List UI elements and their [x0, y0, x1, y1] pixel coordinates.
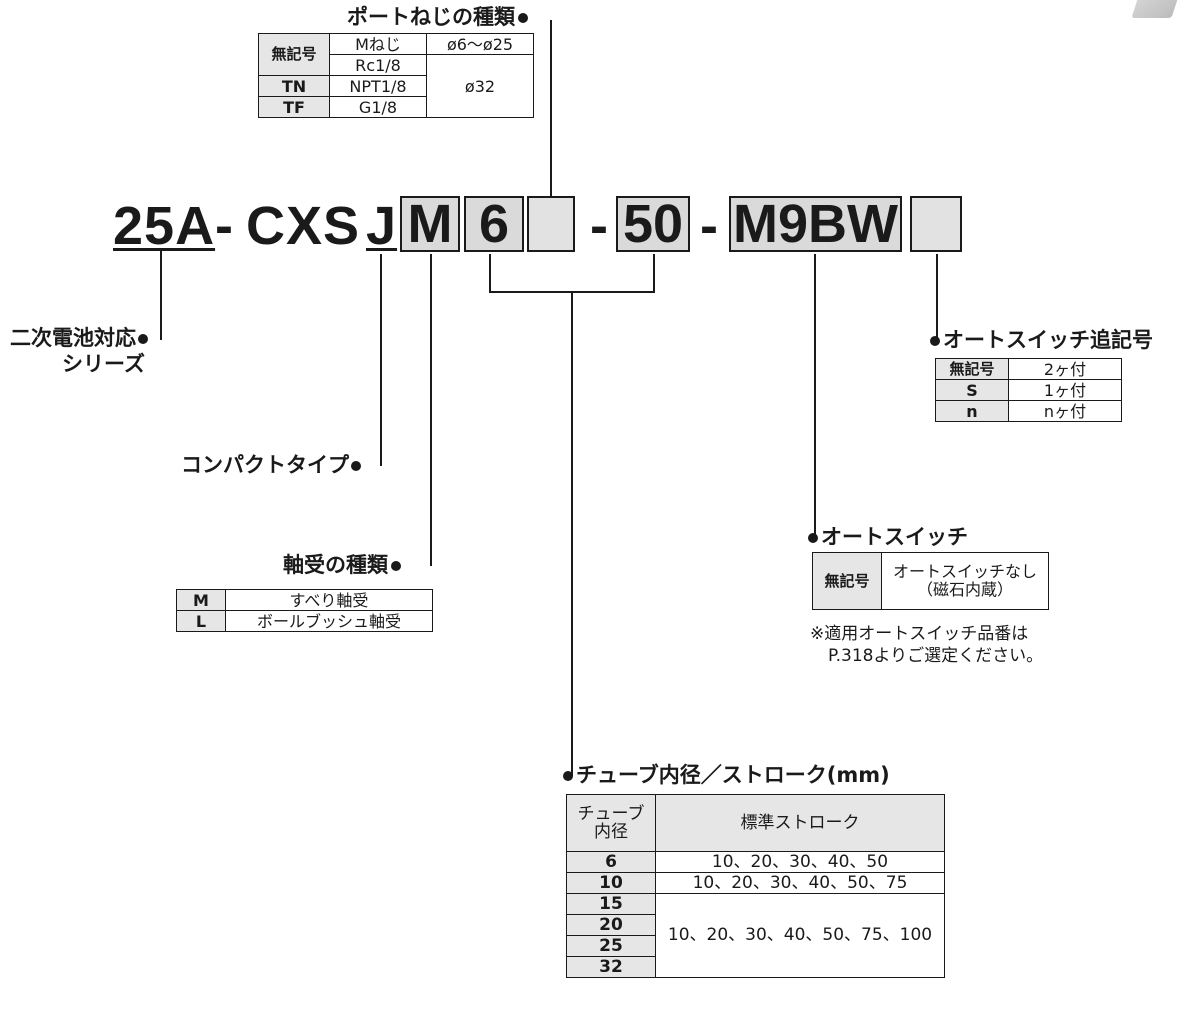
model-port-thread-box	[527, 196, 575, 252]
auto-switch-note-line2: P.318よりご選定ください。	[828, 646, 1044, 666]
auto-switch-code-cell: 無記号	[812, 552, 882, 610]
model-type: J	[366, 196, 398, 256]
bullet-dot	[138, 334, 148, 344]
bullet-dot	[930, 336, 940, 346]
model-bearing-box: M	[400, 196, 460, 252]
port-thread-thread-cell: Rc1/8	[329, 54, 427, 76]
bore-cell: 10	[566, 872, 656, 894]
port-thread-thread-cell: G1/8	[329, 96, 427, 118]
port-thread-thread-cell: NPT1/8	[329, 75, 427, 97]
suffix-desc-cell: 1ヶ付	[1008, 379, 1122, 401]
suffix-code-cell: n	[935, 400, 1009, 422]
bullet-dot	[808, 533, 818, 543]
bearing-code-cell: M	[176, 589, 226, 611]
connector-bore-stroke-bracket	[489, 254, 655, 293]
port-thread-thread-cell: Mねじ	[329, 33, 427, 55]
model-auto-switch-suffix-box	[910, 196, 962, 252]
model-auto-switch-box: M9BW	[729, 196, 902, 252]
auto-switch-note: ※適用オートスイッチ品番は	[810, 624, 1029, 644]
bearing-code-cell: L	[176, 610, 226, 632]
port-thread-table: 無記号 Mねじ ø6～ø25 Rc1/8 ø32 TN NPT1/8 TF G1…	[258, 33, 534, 118]
port-thread-size-cell: ø6～ø25	[426, 33, 534, 55]
bullet-dot	[391, 561, 401, 571]
model-stroke-box: 50	[616, 196, 690, 252]
model-hyphen: -	[215, 196, 234, 256]
bullet-dot	[518, 13, 528, 23]
auto-switch-desc-cell: オートスイッチなし （磁石内蔵）	[881, 552, 1049, 610]
port-thread-code-cell: 無記号	[258, 33, 330, 76]
bearing-desc-cell: すべり軸受	[225, 589, 433, 611]
compact-type-label: コンパクトタイプ	[181, 453, 361, 477]
bore-cell: 20	[566, 914, 656, 936]
port-thread-code-cell: TF	[258, 96, 330, 118]
suffix-desc-cell: nヶ付	[1008, 400, 1122, 422]
port-thread-title: ポートねじの種類	[347, 5, 528, 29]
model-hyphen: -	[590, 196, 609, 256]
auto-switch-suffix-table: 無記号 2ヶ付 S 1ヶ付 n nヶ付	[935, 358, 1122, 422]
bore-cell: 15	[566, 893, 656, 915]
bearing-type-title: 軸受の種類	[283, 553, 401, 577]
port-thread-size-cell: ø32	[426, 54, 534, 118]
series-label-line2: シリーズ	[62, 352, 145, 376]
bore-cell: 25	[566, 935, 656, 957]
model-hyphen: -	[700, 196, 719, 256]
suffix-desc-cell: 2ヶ付	[1008, 358, 1122, 380]
model-bore-box: 6	[464, 196, 524, 252]
suffix-code-cell: S	[935, 379, 1009, 401]
bore-stroke-table: チューブ 内径 標準ストローク 6 10、20、30、40、50 10 10、2…	[566, 794, 945, 978]
bullet-dot	[351, 461, 361, 471]
model-prefix: 25A	[113, 196, 216, 256]
bearing-type-table: M すべり軸受 L ボールブッシュ軸受	[176, 589, 433, 632]
auto-switch-table: 無記号 オートスイッチなし （磁石内蔵）	[812, 552, 1049, 610]
bore-stroke-title: チューブ内径／ストローク(mm)	[563, 763, 890, 787]
bearing-desc-cell: ボールブッシュ軸受	[225, 610, 433, 632]
auto-switch-suffix-title: オートスイッチ追記号	[930, 328, 1153, 352]
auto-switch-title: オートスイッチ	[808, 525, 968, 549]
stroke-cell: 10、20、30、40、50、75、100	[655, 893, 945, 978]
bore-header-cell: チューブ 内径	[566, 794, 656, 852]
series-label: 二次電池対応	[10, 326, 148, 350]
stroke-header-cell: 標準ストローク	[655, 794, 945, 852]
suffix-code-cell: 無記号	[935, 358, 1009, 380]
port-thread-code-cell: TN	[258, 75, 330, 97]
stroke-cell: 10、20、30、40、50	[655, 851, 945, 873]
model-series: CXS	[246, 196, 361, 256]
bore-cell: 6	[566, 851, 656, 873]
bore-cell: 32	[566, 956, 656, 978]
stroke-cell: 10、20、30、40、50、75	[655, 872, 945, 894]
bullet-dot	[563, 771, 573, 781]
